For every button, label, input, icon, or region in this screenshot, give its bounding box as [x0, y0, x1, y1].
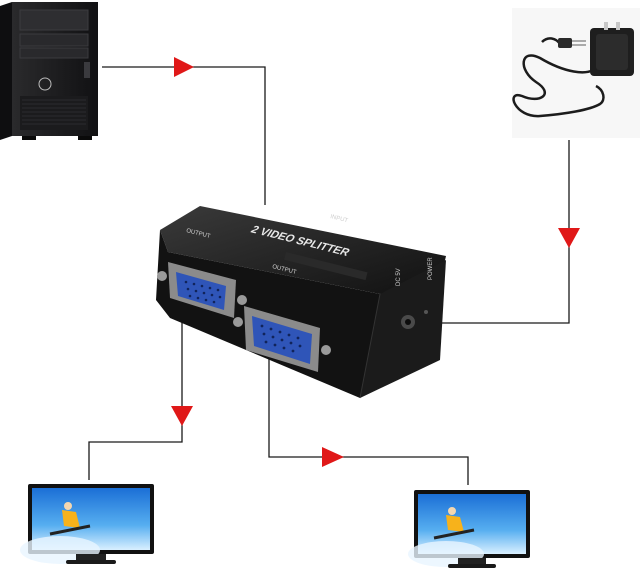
- output-label-center: OUTPUT: [272, 264, 298, 276]
- adapter-plug-icon: [590, 22, 634, 76]
- vga-splitter-box: 2 VIDEO SPLITTER OUTPUT OUTPUT INPUT DC …: [156, 206, 446, 399]
- wire-power-to-splitter: [418, 140, 570, 324]
- power-cable-icon: [512, 54, 605, 118]
- wire-splitter-to-monitor-right: [268, 355, 469, 485]
- vga-output-port-center: [233, 306, 331, 372]
- arrow-to-monitor-right: [322, 447, 344, 467]
- arrow-pc-to-splitter: [174, 57, 194, 77]
- arrow-power-to-splitter: [558, 228, 580, 248]
- arrow-to-monitor-left: [171, 406, 193, 426]
- dell-logo-icon: [38, 77, 52, 91]
- input-label: INPUT: [330, 214, 349, 224]
- snowboarder-icon: [49, 502, 91, 536]
- vga-output-port-left: [157, 262, 247, 318]
- dc-power-jack: [401, 315, 415, 329]
- power-led: [424, 310, 428, 314]
- monitor-right: [408, 490, 530, 568]
- snowboarder-icon: [433, 507, 475, 540]
- wire-splitter-to-monitor-left: [88, 300, 183, 480]
- monitor-left: [20, 484, 154, 564]
- dc-label: DC 5V: [396, 268, 402, 286]
- wire-pc-to-splitter: [102, 66, 266, 205]
- desktop-pc-tower: [0, 2, 98, 140]
- output-label-left: OUTPUT: [186, 228, 212, 240]
- power-label: POWER: [428, 257, 434, 280]
- power-adapter: [512, 8, 640, 138]
